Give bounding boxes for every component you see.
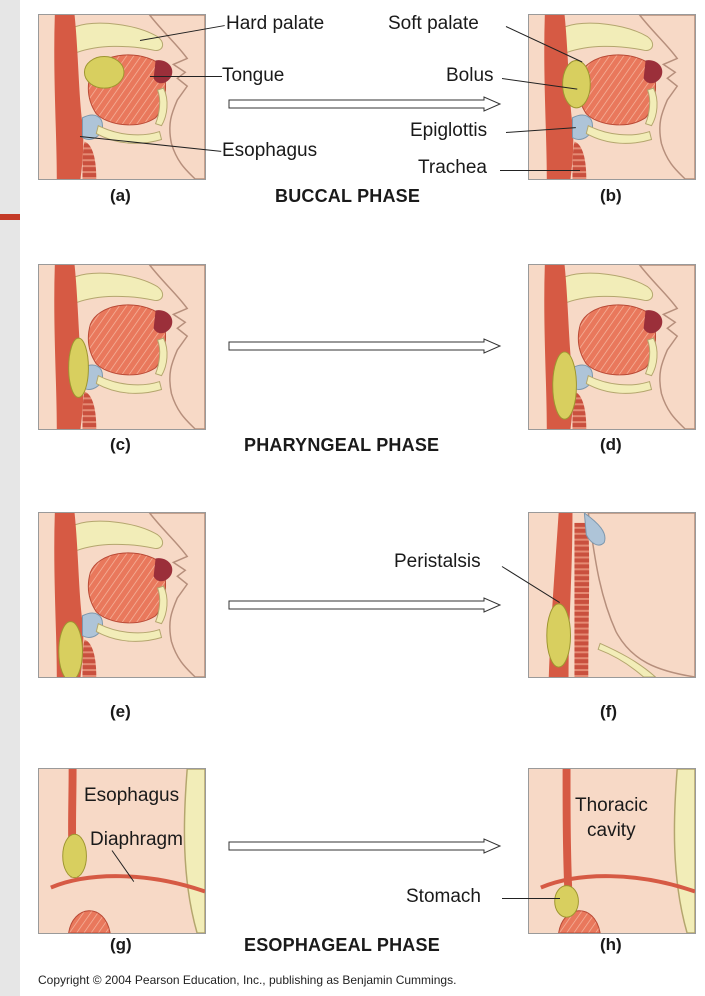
panel-a-illustration — [38, 14, 206, 180]
accent-mark — [0, 214, 20, 220]
caption-h: (h) — [600, 936, 622, 954]
head-cross-section-e — [39, 513, 205, 677]
caption-c: (c) — [110, 436, 131, 454]
label-trachea: Trachea — [418, 158, 487, 178]
left-sidebar-bar — [0, 0, 20, 996]
caption-f: (f) — [600, 703, 617, 721]
panel-f-illustration — [528, 512, 696, 678]
arrow-a-to-b — [228, 96, 502, 112]
label-tongue: Tongue — [222, 66, 284, 86]
caption-b: (b) — [600, 187, 622, 205]
copyright-notice: Copyright © 2004 Pearson Education, Inc.… — [38, 973, 456, 987]
label-peristalsis: Peristalsis — [394, 552, 481, 572]
label-diaphragm: Diaphragm — [90, 830, 183, 850]
torso-cross-section-h — [529, 769, 695, 933]
leader-stomach — [502, 898, 560, 899]
phase-title-buccal: BUCCAL PHASE — [275, 186, 420, 206]
label-bolus: Bolus — [446, 66, 494, 86]
caption-a: (a) — [110, 187, 131, 205]
arrow-e-to-f — [228, 597, 502, 613]
label-soft-palate: Soft palate — [388, 14, 479, 34]
arrow-g-to-h — [228, 838, 502, 854]
label-esophagus-g: Esophagus — [84, 786, 179, 806]
label-stomach: Stomach — [406, 887, 481, 907]
label-hard-palate: Hard palate — [226, 14, 324, 34]
phase-title-esophageal: ESOPHAGEAL PHASE — [244, 935, 440, 955]
panel-c-illustration — [38, 264, 206, 430]
head-cross-section-c — [39, 265, 205, 429]
head-cross-section-d — [529, 265, 695, 429]
phase-title-pharyngeal: PHARYNGEAL PHASE — [244, 435, 439, 455]
leader-tongue — [150, 76, 222, 77]
panel-d-illustration — [528, 264, 696, 430]
panel-b-illustration — [528, 14, 696, 180]
leader-trachea — [500, 170, 580, 171]
label-esophagus: Esophagus — [222, 141, 317, 161]
panel-h-illustration — [528, 768, 696, 934]
arrow-c-to-d — [228, 338, 502, 354]
caption-d: (d) — [600, 436, 622, 454]
label-thoracic-cavity-line1: Thoracic — [575, 796, 648, 816]
panel-e-illustration — [38, 512, 206, 678]
neck-cross-section-f — [529, 513, 695, 677]
caption-g: (g) — [110, 936, 132, 954]
label-epiglottis: Epiglottis — [410, 121, 487, 141]
label-thoracic-cavity-line2: cavity — [587, 821, 636, 841]
head-cross-section-a — [39, 15, 205, 179]
head-cross-section-b — [529, 15, 695, 179]
caption-e: (e) — [110, 703, 131, 721]
